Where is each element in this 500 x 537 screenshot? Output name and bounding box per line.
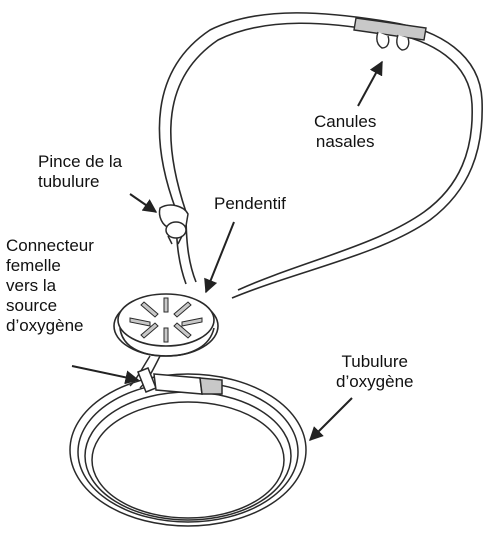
label-pendentif: Pendentif xyxy=(214,194,286,214)
arrow-pince xyxy=(130,194,156,212)
label-canules-nasales: Canules nasales xyxy=(314,112,376,152)
pendant xyxy=(114,294,218,356)
label-tubulure-d-oxygene: Tubulure d’oxygène xyxy=(336,352,414,392)
label-pince-de-la-tubulure: Pince de la tubulure xyxy=(38,152,122,192)
arrow-canules xyxy=(358,62,382,106)
upper-tubing-loop xyxy=(159,13,482,298)
label-connecteur-femelle: Connecteur femelle vers la source d’oxyg… xyxy=(6,236,94,336)
arrow-tubulure xyxy=(310,398,352,440)
arrow-pendentif xyxy=(206,222,234,292)
nasal-cannula xyxy=(354,18,426,50)
tubing-clamp xyxy=(159,205,188,244)
arrow-connecteur xyxy=(72,366,138,380)
female-connector xyxy=(138,368,222,394)
